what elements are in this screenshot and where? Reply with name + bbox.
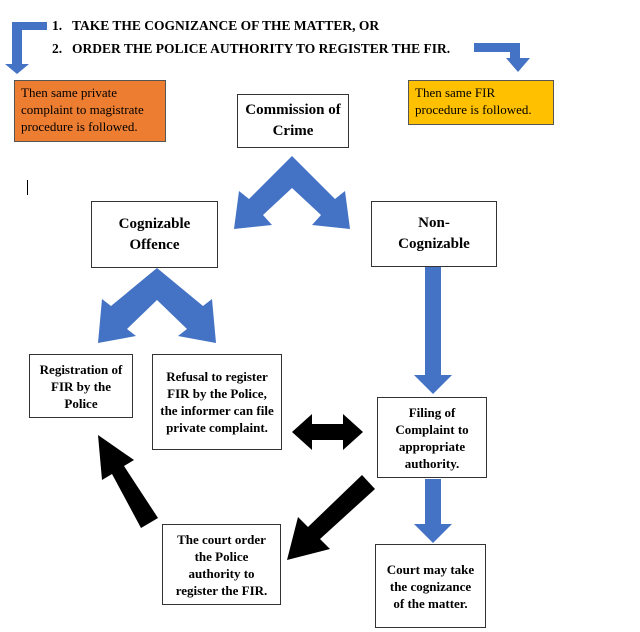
court-order-box: The court order the Police authority to … [162,524,281,605]
chevron-arrow-middle [98,268,216,343]
filing-of-complaint-box: Filing of Complaint to appropriate autho… [377,397,487,478]
non-cognizable-box: Non-Cognizable [371,201,497,267]
options-list: 1.TAKE THE COGNIZANCE OF THE MATTER, OR … [52,17,450,63]
cognizable-offence-box: Cognizable Offence [91,201,218,268]
option-item: 1. TAKE THE COGNIZANCE OF THE MATTER, OR [52,17,450,40]
black-arrow-up [98,435,158,528]
chevron-arrow-top [234,156,350,229]
down-arrow-non-cognizable [414,267,452,394]
refusal-text: Refusal to register FIR by the Police, t… [160,369,274,435]
commission-of-crime-text: Commission of Crime [245,102,341,139]
option-text: ORDER THE POLICE AUTHORITY TO REGISTER T… [72,41,451,56]
commission-of-crime-box: Commission of Crime [237,94,349,148]
option-number: 2. [52,41,63,56]
option-number: 1. [52,18,63,33]
option-item: 2. ORDER THE POLICE AUTHORITY TO REGISTER… [52,40,450,63]
double-arrow [292,414,363,450]
cognizable-offence-text: Cognizable Offence [118,215,191,253]
text-cursor [27,180,28,195]
registration-box: Registration of FIR by the Police [29,354,133,418]
option-text: TAKE THE COGNIZANCE OF THE MATTER, OR [72,18,380,33]
refusal-box: Refusal to register FIR by the Police, t… [152,354,282,450]
black-arrow-diagonal [287,475,375,560]
court-order-text: The court order the Police authority to … [175,531,268,598]
down-arrow-filing [414,479,452,543]
court-cognizance-text: Court may take the cognizance of the mat… [386,561,475,611]
bent-arrow-right [474,43,530,72]
fir-procedure-note: Then same FIR procedure is followed. [408,80,554,125]
non-cognizable-text: Non-Cognizable [398,215,470,252]
bent-arrow-left [5,22,47,74]
court-cognizance-box: Court may take the cognizance of the mat… [375,544,486,628]
filing-of-complaint-text: Filing of Complaint to appropriate autho… [395,404,469,471]
private-complaint-note-text: Then same private complaint to magistrat… [21,85,144,134]
fir-procedure-note-text: Then same FIR procedure is followed. [415,85,532,117]
registration-text: Registration of FIR by the Police [39,361,123,411]
private-complaint-note: Then same private complaint to magistrat… [14,80,166,142]
